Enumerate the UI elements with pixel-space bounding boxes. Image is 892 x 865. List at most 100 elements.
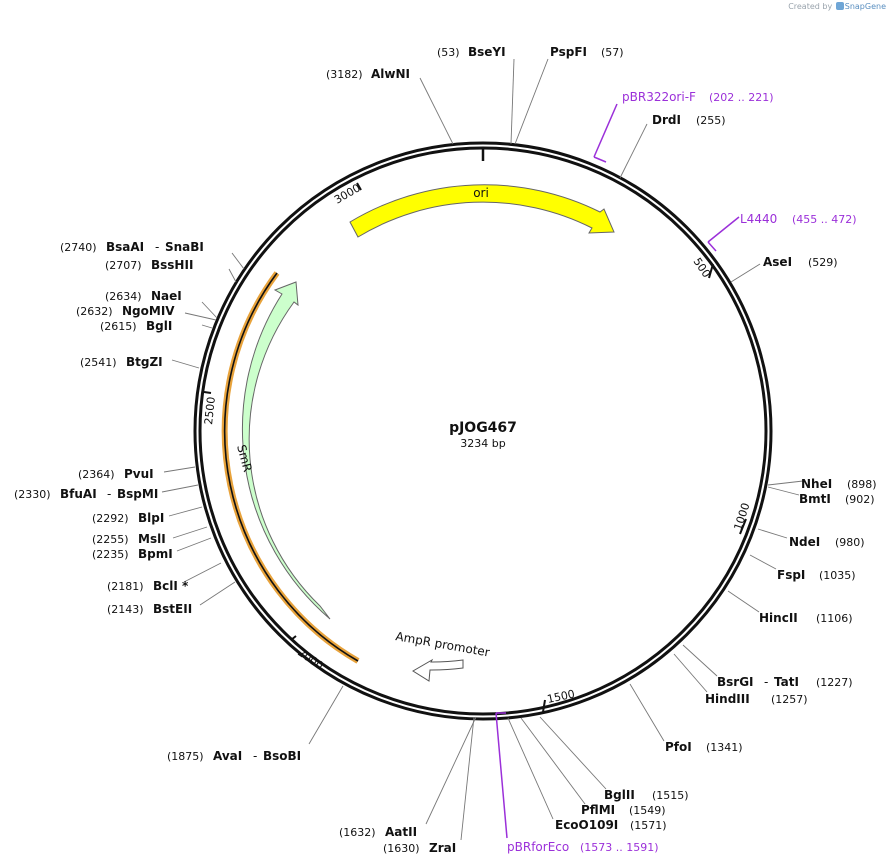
ruler-tick-2500 [203,391,212,394]
site-bseyi-name[interactable]: BseYI [468,45,506,59]
site-bsrgi-separator: - [764,675,768,689]
site-leaders [161,58,804,841]
feature-ampr-promoter-label: AmpR promoter [394,629,490,659]
site-tati-name[interactable]: TatI [774,675,799,689]
leader-bseyi [510,58,515,145]
site-zrai-name[interactable]: ZraI [429,841,456,855]
site-hincii-position: (1106) [816,612,853,625]
primer-pbr322ori-f-range: (202 .. 221) [709,91,774,104]
site-zrai-position: (1630) [383,842,420,855]
plasmid-name: pJOG467 [449,420,517,436]
site-drdi-name[interactable]: DrdI [652,113,681,127]
site-alwni-position: (3182) [326,68,363,81]
site-pflmi-name[interactable]: PflMI [581,803,615,817]
site-bseyi-position: (53) [437,46,460,59]
primer-pbr322ori-f-name[interactable]: pBR322ori-F [622,90,696,104]
site-nhei-position: (898) [847,478,877,491]
site-bglii-position: (1515) [652,789,689,802]
site-bfuai-name[interactable]: BfuAI [60,487,97,501]
leader-msli [172,526,208,539]
site-alwni-name[interactable]: AlwNI [371,67,410,81]
site-bsteii-position: (2143) [107,603,144,616]
credit-brand: SnapGene [844,2,886,11]
site-hindiii-name[interactable]: HindIII [705,692,750,706]
backbone-outer [193,141,773,721]
site-bsshii-name[interactable]: BssHII [151,258,193,272]
site-bpmi-name[interactable]: BpmI [138,547,173,561]
site-bsaai-separator: - [155,240,159,254]
site-msli-name[interactable]: MslI [138,532,166,546]
feature-smr-label: SmR [234,443,255,473]
ruler-tick-500 [708,263,714,279]
site-fspi-name[interactable]: FspI [777,568,805,582]
site-bpmi-position: (2235) [92,548,129,561]
site-aatii-name[interactable]: AatII [385,825,417,839]
leader-bsrgi [682,644,718,677]
site-bsshii-position: (2707) [105,259,142,272]
site-bsrgi-position: (1227) [816,676,853,689]
site-blpi-position: (2292) [92,512,129,525]
ruler-label-3000: 3000 [332,181,363,206]
site-nhei-name[interactable]: NheI [801,477,832,491]
ruler-label-2500: 2500 [202,396,218,425]
site-hindiii-position: (1257) [771,693,808,706]
leader-fspi [749,554,777,570]
leader-hindiii [673,653,708,693]
site-ecoo109i-name[interactable]: EcoO109I [555,818,618,832]
leader-bsaai [231,252,245,270]
leader-ecoo109i [507,717,554,820]
ruler-tick-3000 [356,182,362,191]
site-bgli-name[interactable]: BglI [146,319,172,333]
site-ndei-name[interactable]: NdeI [789,535,820,549]
site-bglii-name[interactable]: BglII [604,788,635,802]
site-pflmi-position: (1549) [629,804,666,817]
site-snabi-name[interactable]: SnaBI [165,240,204,254]
site-btgzi-position: (2541) [80,356,117,369]
ruler-label-1500: 1500 [546,687,576,706]
primers [495,103,740,839]
site-bsrgi-name[interactable]: BsrGI [717,675,754,689]
leader-hincii [727,590,760,613]
site-bfuai-separator: - [107,487,111,501]
site-naei-name[interactable]: NaeI [151,289,182,303]
leader-bgli [201,324,213,329]
primer-l4440-name[interactable]: L4440 [740,212,777,226]
leader-naei [201,301,218,319]
site-avai-separator: - [253,749,257,763]
site-asei-position: (529) [808,256,838,269]
site-btgzi-name[interactable]: BtgZI [126,355,163,369]
feature-ampr-promoter-arrow[interactable] [412,658,464,682]
site-msli-position: (2255) [92,533,129,546]
primer-l4440-marker [707,216,740,252]
site-pvui-name[interactable]: PvuI [124,467,154,481]
ruler-tick-1000 [739,518,747,535]
feature-smr-arrow[interactable] [241,281,331,620]
leader-bmti [767,486,800,496]
site-bspmi-name[interactable]: BspMI [117,487,158,501]
leader-avai [308,685,344,745]
site-bsteii-name[interactable]: BstEII [153,602,192,616]
primer-pbr322ori-f-marker [593,103,618,163]
primer-pbrforeco-name[interactable]: pBRforEco [507,840,569,854]
leader-bsteii [199,581,236,606]
site-ngomiv-name[interactable]: NgoMIV [122,304,175,318]
site-blpi-name[interactable]: BlpI [138,511,164,525]
leader-ngomiv [184,312,217,321]
leader-asei [730,263,761,283]
site-bsobi-name[interactable]: BsoBI [263,749,301,763]
site-asei-name[interactable]: AseI [763,255,792,269]
site-avai-position: (1875) [167,750,204,763]
leader-alwni [419,77,454,145]
site-bcli-name[interactable]: BclI * [153,579,189,593]
site-pfoi-name[interactable]: PfoI [665,740,692,754]
feature-ori-label: ori [473,186,489,200]
feature-ori-arrow[interactable] [349,184,615,238]
leader-pflmi [520,717,586,805]
site-hincii-name[interactable]: HincII [759,611,798,625]
leader-bcli [183,562,222,583]
site-pspfi-name[interactable]: PspFI [550,45,587,59]
site-bmti-name[interactable]: BmtI [799,492,831,506]
leader-drdi [619,123,648,179]
site-bsaai-name[interactable]: BsaAI [106,240,144,254]
site-avai-name[interactable]: AvaI [213,749,242,763]
